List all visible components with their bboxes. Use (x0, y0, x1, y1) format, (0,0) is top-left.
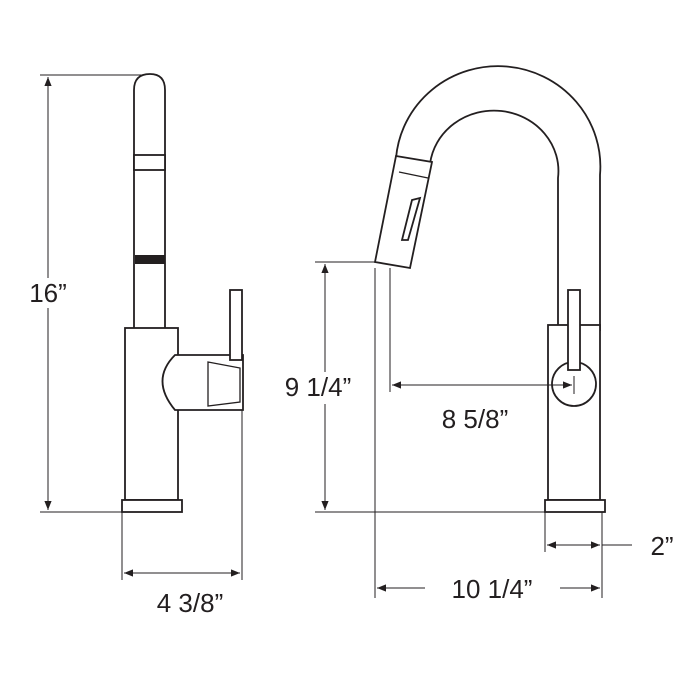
gooseneck-spout (395, 65, 602, 331)
spray-head-joint (135, 255, 165, 264)
side-body (124, 327, 179, 501)
front-base (544, 499, 606, 513)
label-side-depth: 4 3/8” (157, 588, 224, 618)
side-spout (133, 73, 166, 331)
label-overall-reach: 10 1/4” (452, 574, 533, 604)
handle-hub (161, 354, 244, 411)
side-handle-lever (229, 289, 243, 361)
spray-button (400, 196, 422, 241)
faucet-side-view: 16” 4 3/8” (20, 73, 244, 618)
label-spout-height: 9 1/4” (285, 372, 352, 402)
front-handle-lever (567, 289, 581, 371)
spout-band (133, 154, 166, 171)
label-base-diameter: 2” (650, 531, 673, 561)
side-base (121, 499, 183, 513)
label-overall-height: 16” (29, 278, 67, 308)
faucet-front-view: 9 1/4” 8 5/8” 2” 10 1/4” (272, 65, 674, 604)
label-spout-reach: 8 5/8” (442, 404, 509, 434)
pull-down-spray-head (373, 154, 434, 270)
